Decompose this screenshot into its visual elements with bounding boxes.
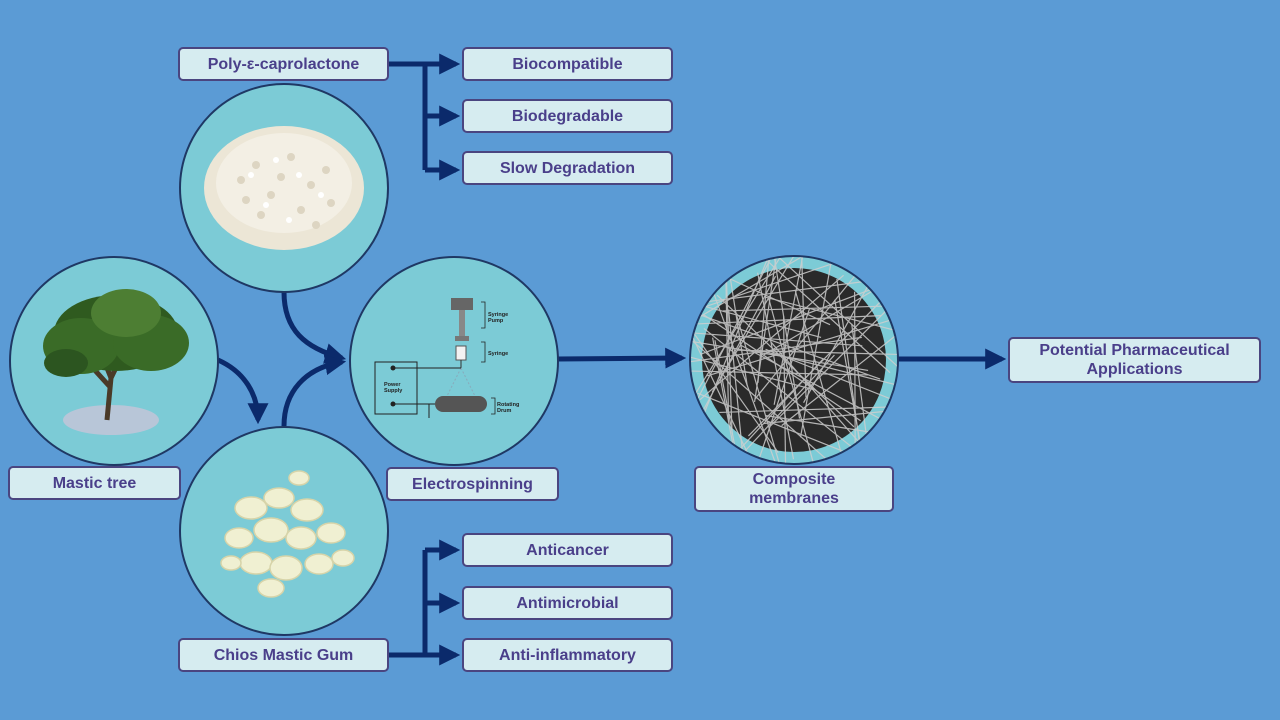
arrow-tree-gum <box>216 357 269 425</box>
nanofiber-strand <box>763 409 897 425</box>
nanofiber-strand <box>754 257 871 400</box>
electrospinning-circle: Syringe Pump Syringe Power Supply Rotati… <box>349 256 559 466</box>
pcl-box: Poly-ε-caprolactone <box>178 47 389 81</box>
nanofiber-membrane-image <box>691 257 897 463</box>
anti-inflammatory-box: Anti-inflammatory <box>462 638 673 672</box>
nanofiber-strand <box>701 277 891 303</box>
rotating-drum-label-2: Drum <box>497 408 511 414</box>
nanofiber-strand <box>834 299 865 463</box>
nanofiber-strand <box>691 328 779 453</box>
power-supply-label-1: Power <box>384 382 401 388</box>
nanofiber-strand <box>707 320 890 377</box>
nanofiber-strand <box>691 340 869 372</box>
mastic-tree-box: Mastic tree <box>8 466 181 500</box>
nanofiber-strand <box>691 260 831 326</box>
nanofiber-strand <box>691 257 803 323</box>
pcl-pellets-image <box>204 126 364 250</box>
nanofiber-strand <box>700 286 879 355</box>
nanofiber-strand <box>725 257 733 434</box>
nanofiber-strand <box>803 257 885 403</box>
composite-membranes-box: Composite membranes <box>694 466 894 512</box>
nanofiber-strand <box>801 257 807 398</box>
nanofiber-strand <box>691 275 777 435</box>
nanofiber-strand <box>765 296 897 332</box>
arrow-gum-electro <box>281 354 347 427</box>
syringe-label: Syringe <box>488 351 508 357</box>
rotating-drum <box>435 396 487 412</box>
syringe-pump-label-1: Syringe <box>488 312 508 318</box>
nanofiber-strand <box>701 314 881 380</box>
nanofiber-strand <box>693 257 782 397</box>
arrow-electro-membrane <box>557 347 687 369</box>
mastic-tree-image <box>43 289 189 435</box>
nanofiber-strand <box>711 257 794 393</box>
biodegradable-box: Biodegradable <box>462 99 673 133</box>
electrospinning-diagram: Syringe Pump Syringe Power Supply Rotati… <box>374 298 519 418</box>
mastic-gum-circle <box>179 426 389 636</box>
antimicrobial-box: Antimicrobial <box>462 586 673 620</box>
pcl-pellets-circle <box>179 83 389 293</box>
nanofiber-strand <box>777 257 897 367</box>
nanofiber-strand <box>726 358 824 463</box>
nanofiber-strand <box>799 257 833 438</box>
syringe-pump-label-2: Pump <box>488 318 504 324</box>
nanofiber-strand <box>851 323 871 463</box>
nanofiber-strand <box>713 294 777 463</box>
nanofiber-strand <box>757 308 811 463</box>
nanofiber-strand <box>773 257 804 405</box>
electrospinning-box: Electrospinning <box>386 467 559 501</box>
nanofiber-strand <box>757 257 770 383</box>
nanofiber-strand <box>773 257 801 419</box>
nanofiber-strand <box>854 291 856 463</box>
nanofiber-strand <box>722 305 897 312</box>
applications-box: Potential Pharmaceutical Applications <box>1008 337 1261 383</box>
nanofiber-strand <box>757 272 795 460</box>
nanofiber-strand <box>695 257 769 434</box>
membrane-circle <box>689 255 899 465</box>
nanofiber-strand <box>691 356 815 391</box>
nanofiber-strand <box>770 342 879 463</box>
nanofiber-strand <box>740 344 897 429</box>
chios-gum-box: Chios Mastic Gum <box>178 638 389 672</box>
nanofiber-strand <box>765 348 897 403</box>
power-supply-label-2: Supply <box>384 388 403 394</box>
slow-degradation-box: Slow Degradation <box>462 151 673 185</box>
mastic-gum-image <box>220 470 355 598</box>
mastic-tree-circle <box>9 256 219 466</box>
biocompatible-box: Biocompatible <box>462 47 673 81</box>
nanofiber-strand <box>699 274 844 401</box>
nanofiber-strand <box>768 299 897 428</box>
nanofiber-strand <box>732 354 835 463</box>
arrow-pcl-electro <box>281 291 347 364</box>
nanofiber-strand <box>768 298 814 463</box>
anticancer-box: Anticancer <box>462 533 673 567</box>
nanofiber-strand <box>691 302 822 338</box>
nanofiber-strand <box>719 406 897 414</box>
nanofiber-strand <box>691 257 849 313</box>
rotating-drum-label-1: Rotating <box>497 402 519 408</box>
pump-block <box>451 298 473 310</box>
nanofiber-strand <box>794 290 845 463</box>
nanofiber-strand <box>691 332 753 463</box>
nanofiber-strand <box>712 337 738 463</box>
